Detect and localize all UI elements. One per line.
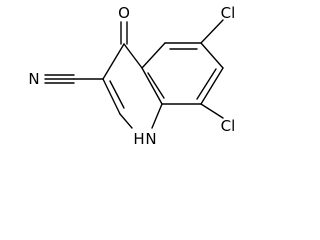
- bond-c4a-c8a-inner: [147, 72, 165, 99]
- nh-hydrogen-label: H: [133, 130, 144, 148]
- bond-c4a-c5: [141, 42, 166, 69]
- bond-c4-c4a: [123, 43, 143, 69]
- bond-c7-c8-inner: [196, 68, 217, 100]
- quinolinone-structure: O Cl Cl N H N: [28, 4, 235, 148]
- nh-nitrogen-label: N: [145, 130, 156, 148]
- bond-c7-c8: [200, 67, 224, 105]
- bond-c3-c2-inner: [109, 80, 125, 109]
- bond-c8-cl: [200, 103, 224, 119]
- chlorine-bottom-label: Cl: [221, 117, 236, 135]
- bond-c4-c3: [102, 43, 125, 80]
- nitrile-nitrogen-label: N: [28, 70, 39, 88]
- bond-c4a-c8a: [141, 67, 163, 105]
- oxygen-label: O: [118, 4, 130, 22]
- bond-n1-c8a: [151, 103, 163, 129]
- bond-c2-n1: [119, 113, 133, 129]
- atom-labels: O Cl Cl N H N: [28, 4, 235, 148]
- bond-c3-c2: [102, 78, 121, 115]
- bond-c6-cl: [200, 19, 224, 44]
- bond-c6-c7: [200, 42, 224, 69]
- chlorine-top-label: Cl: [221, 4, 236, 22]
- bonds: [44, 19, 224, 129]
